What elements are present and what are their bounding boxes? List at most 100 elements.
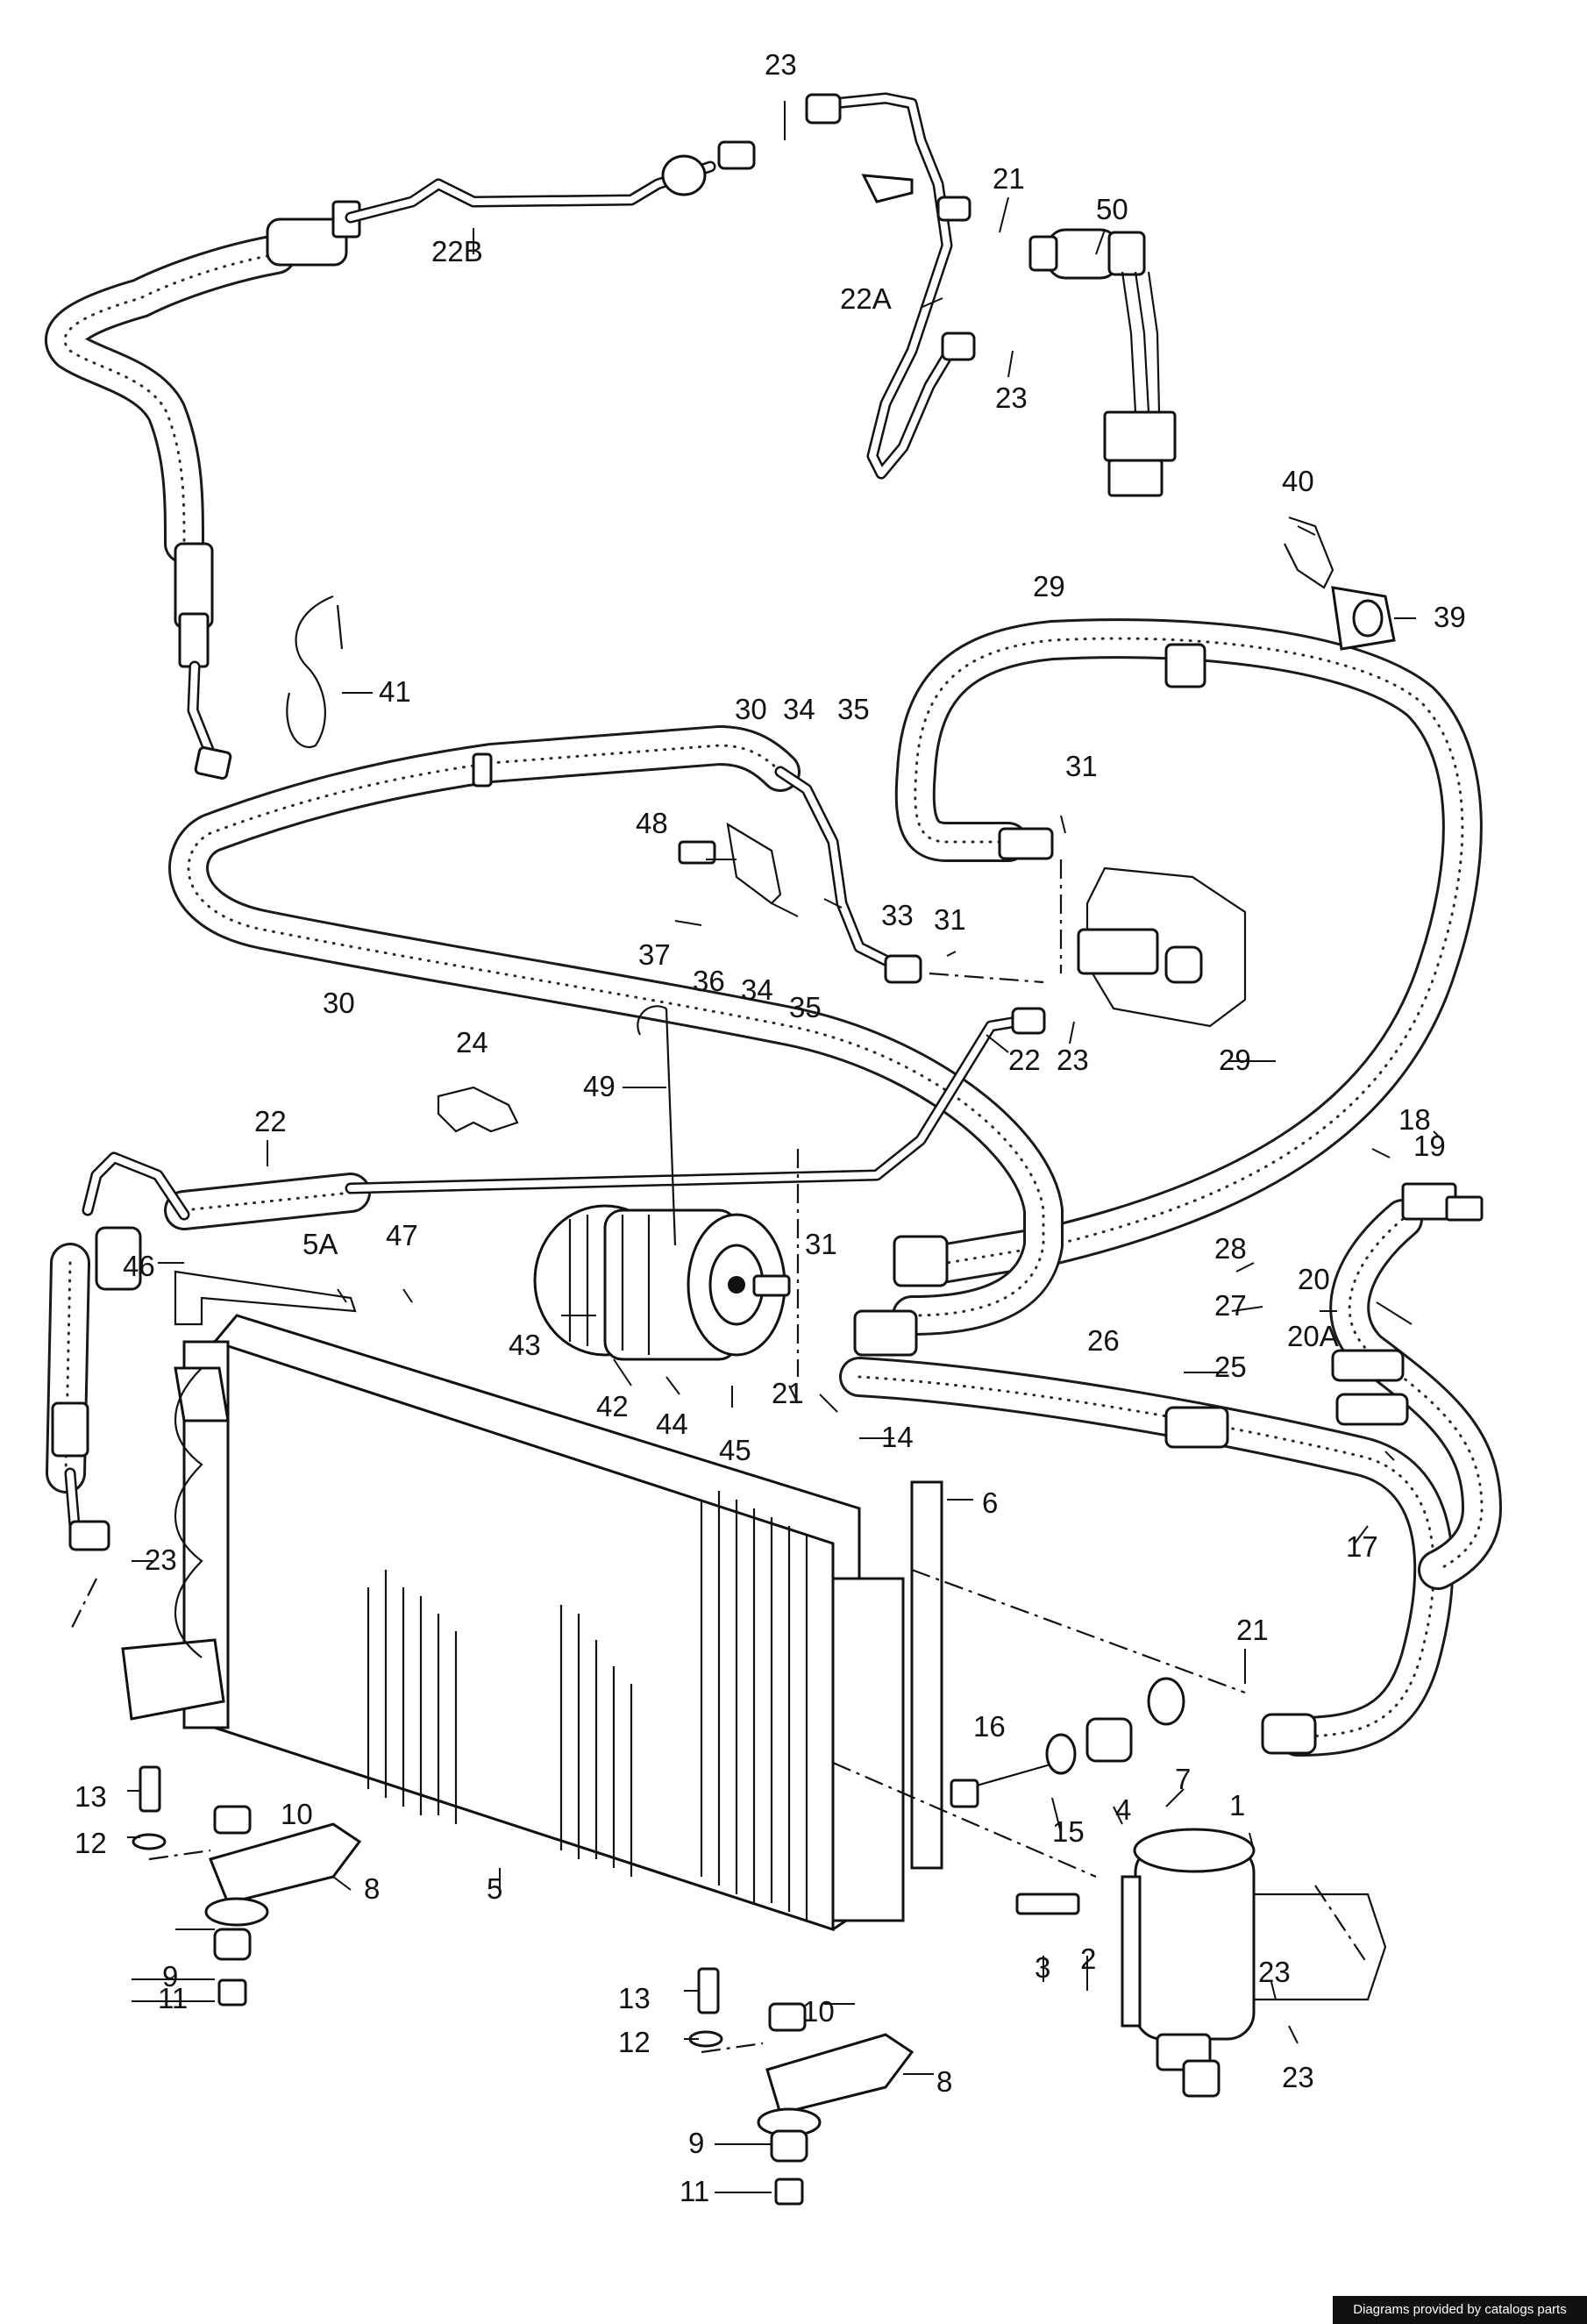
callout-21: 21 <box>772 1377 804 1409</box>
hose-17-discharge <box>839 1357 1455 1757</box>
callout-9: 9 <box>162 1960 178 1993</box>
callout-27: 27 <box>1214 1289 1247 1322</box>
callout-11: 11 <box>158 1982 188 2014</box>
bracket-40 <box>1284 516 1334 589</box>
valve-block <box>1077 866 1247 1028</box>
compressor <box>533 1204 791 1361</box>
callout-36: 36 <box>693 965 725 997</box>
callout-labels: 23 22B 21 50 22A 23 40 39 29 41 30 34 35… <box>75 48 1466 2207</box>
callout-23: 23 <box>145 1543 177 1576</box>
bolt-13-left <box>132 1765 167 1850</box>
callout-33: 33 <box>881 899 914 931</box>
line-49-clip <box>637 1005 677 1246</box>
callout-7: 7 <box>1175 1763 1191 1795</box>
callout-45: 45 <box>719 1434 751 1466</box>
hose-29 <box>893 618 1483 1287</box>
callout-30: 30 <box>323 987 355 1019</box>
bolt-13-right <box>688 1967 723 2048</box>
callout-5a: 5A <box>302 1228 338 1260</box>
callout-8: 8 <box>364 1872 380 1905</box>
callout-34: 34 <box>783 693 815 725</box>
callout-46: 46 <box>123 1250 155 1282</box>
callout-50: 50 <box>1096 193 1128 225</box>
callout-18: 18 <box>1398 1103 1431 1136</box>
callout-16: 16 <box>973 1710 1006 1743</box>
callout-10: 10 <box>281 1798 313 1830</box>
callout-12: 12 <box>618 2026 651 2058</box>
callout-35: 35 <box>837 693 870 725</box>
callout-13: 13 <box>618 1982 651 2014</box>
callout-48: 48 <box>636 807 668 839</box>
callout-42: 42 <box>596 1390 629 1422</box>
callout-22: 22 <box>1008 1044 1041 1076</box>
bracket-5a <box>174 1270 357 1326</box>
sensor-20a <box>1331 1349 1409 1426</box>
callout-44: 44 <box>656 1408 688 1440</box>
callout-20: 20 <box>1298 1263 1330 1295</box>
callout-6: 6 <box>982 1486 998 1519</box>
callout-23: 23 <box>1258 1956 1291 1988</box>
leader-lines <box>127 101 1443 2193</box>
grommet-39 <box>1331 586 1396 651</box>
pressure-switch-50 <box>1028 228 1177 497</box>
callout-22a: 22A <box>840 282 892 315</box>
hose-30 <box>168 725 1064 1357</box>
callout-10: 10 <box>802 1995 835 2028</box>
hose-sensor-18 <box>1329 1182 1502 1590</box>
clamp-41 <box>286 595 344 748</box>
callout-43: 43 <box>509 1329 541 1361</box>
fan-shroud-strip-6 <box>910 1480 943 1870</box>
callout-5: 5 <box>487 1872 502 1905</box>
callout-15: 15 <box>1052 1815 1085 1848</box>
callout-9: 9 <box>688 2127 704 2159</box>
callout-37: 37 <box>638 938 671 971</box>
mount-bracket-8-left <box>204 1805 362 2007</box>
bracket-48 <box>678 822 782 905</box>
callout-12: 12 <box>75 1827 107 1859</box>
callout-31: 31 <box>1065 750 1098 782</box>
callout-22b: 22B <box>431 235 483 267</box>
bolt-16-bushings <box>950 1677 1185 1808</box>
pipe-22a-line <box>805 92 976 480</box>
callout-23: 23 <box>1057 1044 1089 1076</box>
callout-3: 3 <box>1035 1951 1050 1984</box>
callout-39: 39 <box>1434 601 1466 633</box>
callout-2: 2 <box>1080 1943 1096 1975</box>
footer-credit-badge: Diagrams provided by catalogs parts <box>1333 2296 1587 2324</box>
callout-23: 23 <box>995 381 1028 414</box>
clip-24 <box>437 1086 519 1133</box>
mount-bracket-8-right <box>757 2002 914 2206</box>
bolt-3 <box>1015 1893 1080 1915</box>
callout-23: 23 <box>765 48 797 81</box>
callout-34: 34 <box>741 973 773 1006</box>
callout-31: 31 <box>805 1228 837 1260</box>
callout-11: 11 <box>680 2175 709 2207</box>
callout-29: 29 <box>1033 570 1065 602</box>
callout-17: 17 <box>1346 1530 1378 1563</box>
callout-21: 21 <box>993 162 1025 195</box>
callout-24: 24 <box>456 1026 488 1059</box>
callout-28: 28 <box>1214 1232 1247 1265</box>
callout-19: 19 <box>1413 1130 1446 1162</box>
receiver-drier-1 <box>1121 1828 1387 2098</box>
condenser-5 <box>121 1314 905 1932</box>
callout-29: 29 <box>1219 1044 1251 1076</box>
callout-30: 30 <box>735 693 767 725</box>
callout-21: 21 <box>1236 1614 1269 1646</box>
assembly-lines <box>69 859 1369 2054</box>
callout-49: 49 <box>583 1070 616 1102</box>
callout-35: 35 <box>789 991 822 1023</box>
callout-14: 14 <box>881 1421 914 1453</box>
callout-31: 31 <box>934 903 966 936</box>
callout-13: 13 <box>75 1780 107 1813</box>
callout-41: 41 <box>379 675 411 708</box>
callout-25: 25 <box>1214 1351 1247 1383</box>
callout-26: 26 <box>1087 1324 1120 1357</box>
callout-1: 1 <box>1229 1789 1245 1821</box>
callout-8: 8 <box>936 2065 952 2098</box>
callout-22: 22 <box>254 1105 287 1137</box>
callout-40: 40 <box>1282 465 1314 497</box>
hose-22 <box>46 1007 1046 1551</box>
callout-47: 47 <box>386 1219 418 1251</box>
